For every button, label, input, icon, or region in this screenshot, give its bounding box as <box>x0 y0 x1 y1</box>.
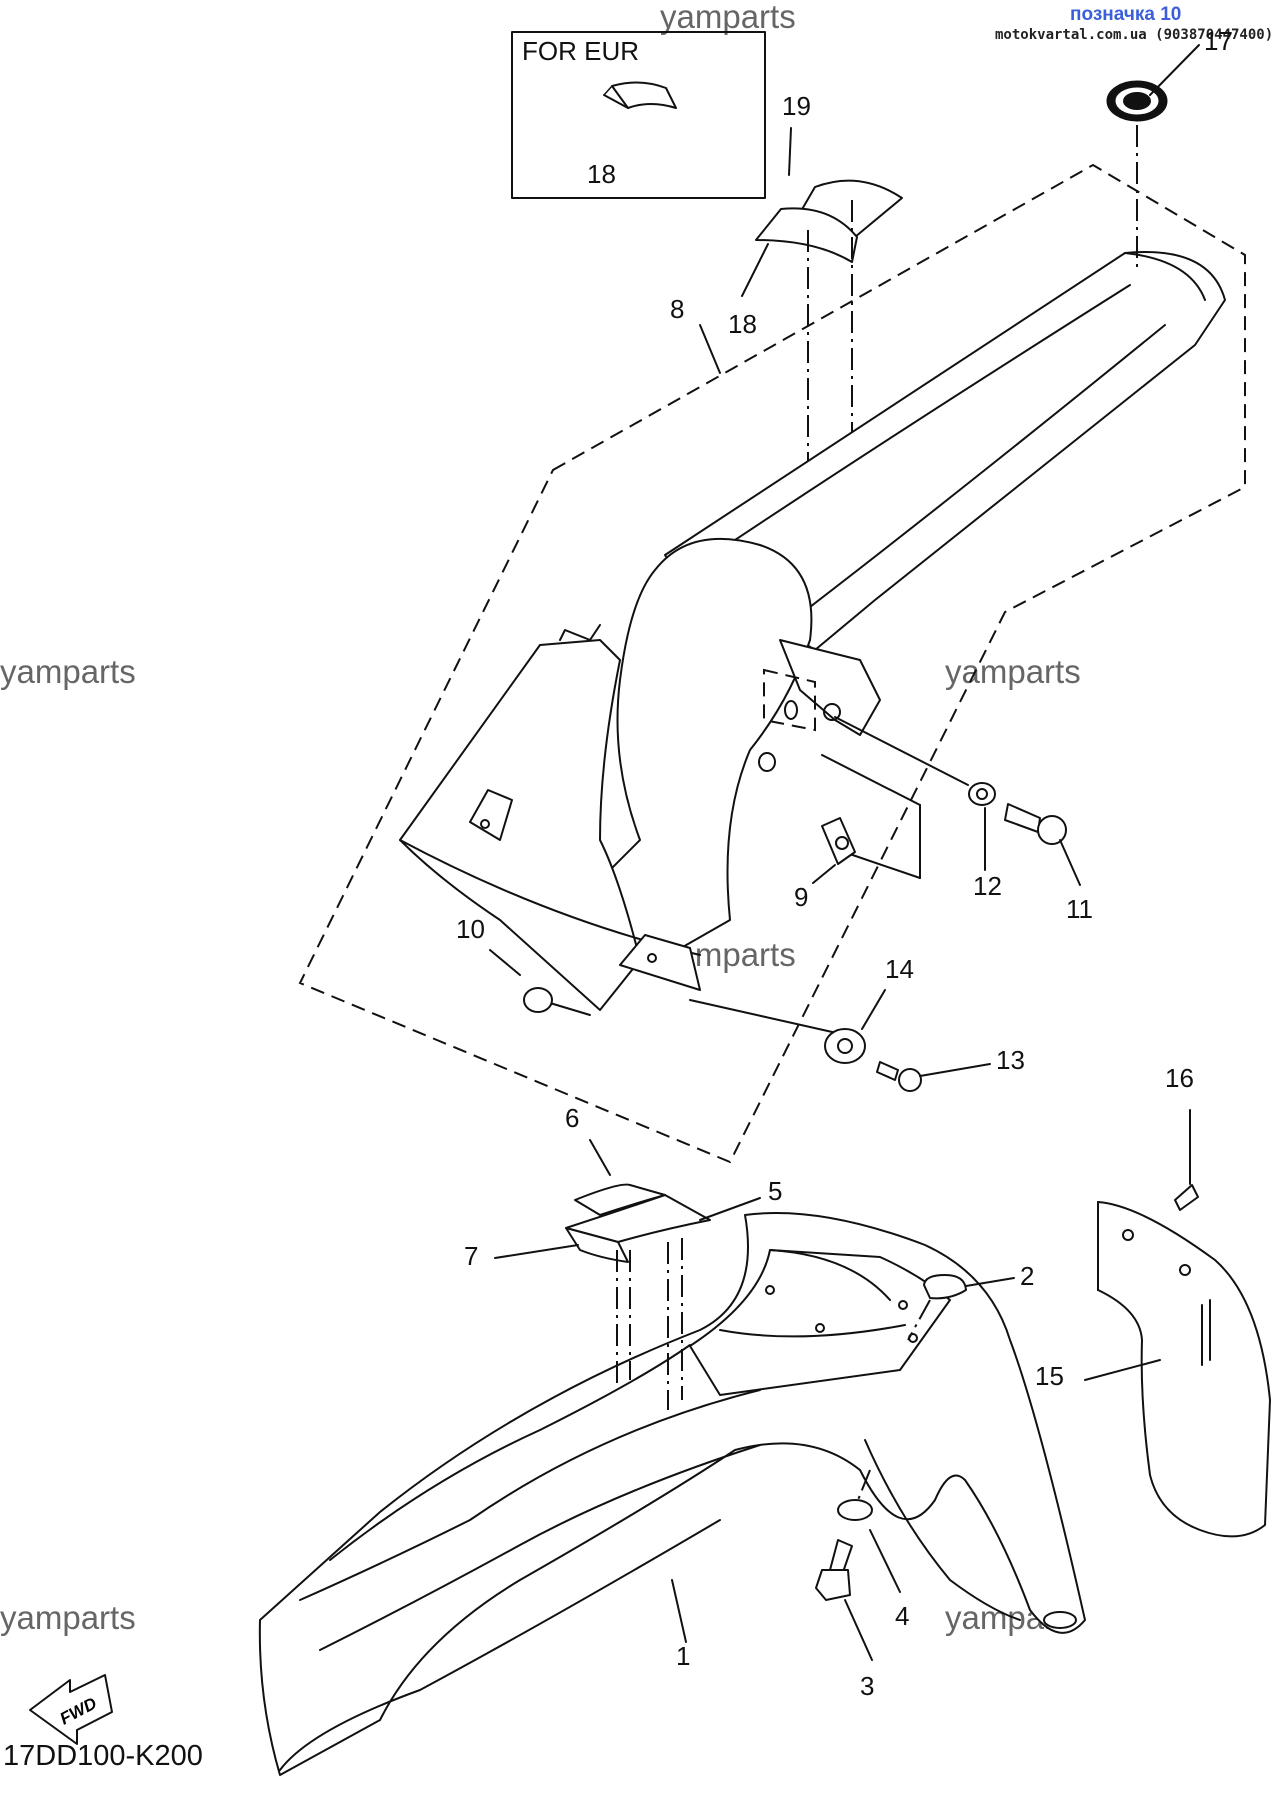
callout-8: 8 <box>670 294 684 324</box>
inset-for-eur: FOR EUR 18 <box>511 31 766 199</box>
decal-18 <box>755 207 858 263</box>
callout-2: 2 <box>1020 1261 1034 1291</box>
decal-5 <box>565 1194 711 1243</box>
callout-11: 11 <box>1066 894 1093 924</box>
front-hardware <box>815 1274 967 1601</box>
inset-label: FOR EUR <box>522 36 639 66</box>
callout-15: 15 <box>1035 1361 1064 1391</box>
watermark-right: yamparts <box>945 653 1081 690</box>
callout-4: 4 <box>895 1601 909 1631</box>
inset-frame <box>511 31 766 199</box>
callout-18: 18 <box>728 309 757 339</box>
nut-9 <box>821 817 856 865</box>
bolt-3 <box>815 1539 853 1601</box>
header-site-text: motokvartal.com.ua (903870447400) <box>995 27 1274 43</box>
callout-7: 7 <box>464 1241 478 1271</box>
grommet-10 <box>523 987 553 1013</box>
callout-18-inset: 18 <box>587 159 616 189</box>
inset-decal-icon <box>611 81 677 109</box>
rear-fender <box>399 251 1226 1011</box>
emblem-17 <box>1106 80 1168 122</box>
fwd-arrow: FWD <box>29 1674 113 1745</box>
washer-14 <box>824 1028 866 1064</box>
callout-3: 3 <box>860 1671 874 1701</box>
decals-5-6-7 <box>565 1183 711 1410</box>
callout-10: 10 <box>456 914 485 944</box>
callout-12: 12 <box>973 871 1002 901</box>
callout-14: 14 <box>885 954 914 984</box>
group-outline-rear <box>298 163 1246 1164</box>
callout-1: 1 <box>676 1641 690 1671</box>
bolt-13 <box>876 1061 922 1092</box>
leader-12-line <box>834 716 969 786</box>
watermark-bottom-left: yamparts <box>0 1599 136 1636</box>
hardware <box>523 80 1168 1092</box>
callout-numbers: 1 2 3 4 5 6 7 8 9 10 11 12 13 14 15 16 1… <box>456 26 1233 1701</box>
grommet-2 <box>923 1274 967 1300</box>
decals-19-18 <box>755 179 903 530</box>
front-fender <box>258 1212 1086 1776</box>
callout-9: 9 <box>794 882 808 912</box>
diagram-code: 17DD100-K200 <box>3 1740 203 1772</box>
leader-lines <box>489 44 1200 1661</box>
callout-19: 19 <box>782 91 811 121</box>
leader-14-line <box>689 999 851 1037</box>
decal-7 <box>565 1227 629 1263</box>
bolt-11 <box>1004 803 1067 845</box>
header-link[interactable]: позначка 10 <box>1070 4 1182 25</box>
callout-17: 17 <box>1204 26 1233 56</box>
watermark-left: yamparts <box>0 653 136 690</box>
washer-4 <box>837 1499 873 1521</box>
callout-13: 13 <box>996 1045 1025 1075</box>
mudflap <box>1097 1184 1271 1538</box>
watermark-top: yamparts <box>660 0 796 35</box>
callout-6: 6 <box>565 1103 579 1133</box>
callout-16: 16 <box>1165 1063 1194 1093</box>
screw-16 <box>1174 1184 1199 1211</box>
callout-5: 5 <box>768 1176 782 1206</box>
washer-12 <box>968 782 996 806</box>
